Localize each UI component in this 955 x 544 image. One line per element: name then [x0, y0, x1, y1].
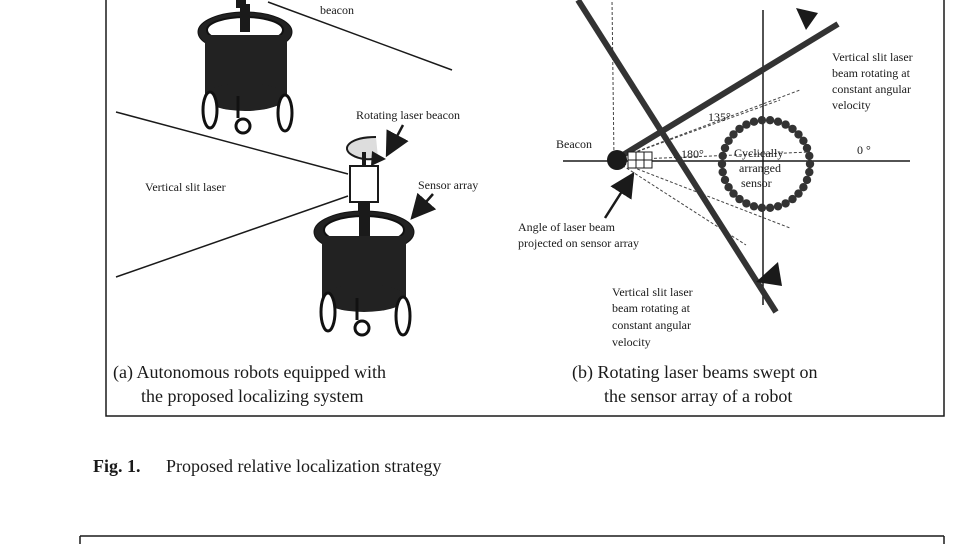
cyclic-sensor-ring [717, 116, 815, 212]
sensor-element [729, 189, 738, 198]
sensor-element [720, 175, 730, 185]
sensor-element [805, 159, 815, 169]
label-bottom-line2: beam rotating at [612, 301, 691, 315]
label-bottom-line4: velocity [612, 335, 651, 349]
label-bottom-line1: Vertical slit laser [612, 285, 693, 299]
sensor-element [720, 143, 730, 153]
sensor-element [757, 116, 767, 125]
rotation-arrow-icon [346, 136, 386, 166]
sensor-element [718, 151, 727, 161]
label-sensor-array: Sensor array [418, 178, 478, 192]
sensor-element [799, 183, 808, 192]
label-top-right-line4: velocity [832, 98, 871, 112]
label-bottom-line3: constant angular [612, 318, 691, 332]
sensor-element [735, 194, 744, 204]
beacon-dot [607, 150, 627, 170]
sensor-element [742, 199, 751, 208]
sensor-element [799, 136, 808, 145]
label-rotating-laser-beacon: Rotating laser beacon [356, 108, 460, 122]
label-vertical-slit-laser: Vertical slit laser [145, 180, 226, 194]
sensor-element [781, 120, 790, 129]
panel-b: Beacon 135° 180° 0 ° Cyclically arranged… [518, 0, 913, 406]
laser-wedge-lower [115, 195, 349, 278]
sensor-element [765, 116, 775, 125]
robot-bottom [313, 152, 415, 337]
sensor-element [757, 203, 767, 212]
sensor-element [773, 202, 783, 211]
laser-beam-diagonal [616, 21, 840, 161]
label-arranged: arranged [739, 161, 781, 175]
label-sensor: sensor [741, 176, 772, 190]
sensor-element [718, 167, 727, 177]
sensor-element [794, 189, 803, 198]
caption-a-line2: the proposed localizing system [141, 386, 363, 406]
sensor-element [781, 199, 790, 208]
laser-beam-steep [575, 0, 779, 314]
sensor-element [802, 175, 812, 185]
figure-number: Fig. 1. [93, 456, 141, 476]
label-angle-laser-line2: projected on sensor array [518, 236, 639, 250]
sensor-element [773, 117, 783, 126]
label-beacon: Beacon [556, 137, 592, 151]
laser-beam-top [267, 1, 453, 71]
laser-wedge-upper [115, 111, 349, 175]
pointer-rotating-beacon [385, 124, 409, 158]
label-top-right-line3: constant angular [832, 82, 911, 96]
sensor-element [794, 130, 803, 139]
pointer-sensor-array [410, 192, 437, 220]
sensor-element [765, 203, 775, 212]
arrowhead-bottom [756, 262, 782, 286]
label-beacon-top: beacon [320, 3, 354, 17]
sensor-element [805, 167, 814, 177]
sensor-element [724, 183, 733, 192]
label-top-right-line1: Vertical slit laser [832, 50, 913, 64]
sensor-element [802, 143, 812, 153]
pointer-angle-laser [603, 171, 635, 219]
arrowhead-top [796, 8, 818, 30]
caption-a-line1: (a) Autonomous robots equipped with [113, 362, 386, 383]
label-angle-135: 135° [708, 110, 731, 124]
sensor-element [742, 120, 751, 129]
sensor-element [717, 159, 727, 169]
label-angle-180: 180° [681, 147, 704, 161]
projection-sensor-grid [627, 151, 653, 169]
label-cyclically: Cyclically [734, 146, 783, 160]
robot-top [197, 0, 294, 135]
sensor-element [788, 194, 797, 204]
sensor-element [735, 124, 744, 134]
sensor-element [749, 117, 759, 126]
figure-caption-text: Proposed relative localization strategy [166, 456, 441, 476]
sensor-element [724, 136, 733, 145]
label-angle-0: 0 ° [857, 143, 871, 157]
label-top-right-line2: beam rotating at [832, 66, 911, 80]
figure-frame [105, 0, 945, 417]
caption-b-line2: the sensor array of a robot [604, 386, 792, 406]
label-angle-laser-line1: Angle of laser beam [518, 220, 616, 234]
sensor-element [749, 202, 759, 211]
sensor-element [729, 130, 738, 139]
sensor-element [788, 124, 797, 134]
panel-a: beacon Vertical slit laser Rotating lase… [113, 0, 478, 406]
sensor-element [805, 151, 814, 161]
caption-b-line1: (b) Rotating laser beams swept on [572, 362, 817, 383]
